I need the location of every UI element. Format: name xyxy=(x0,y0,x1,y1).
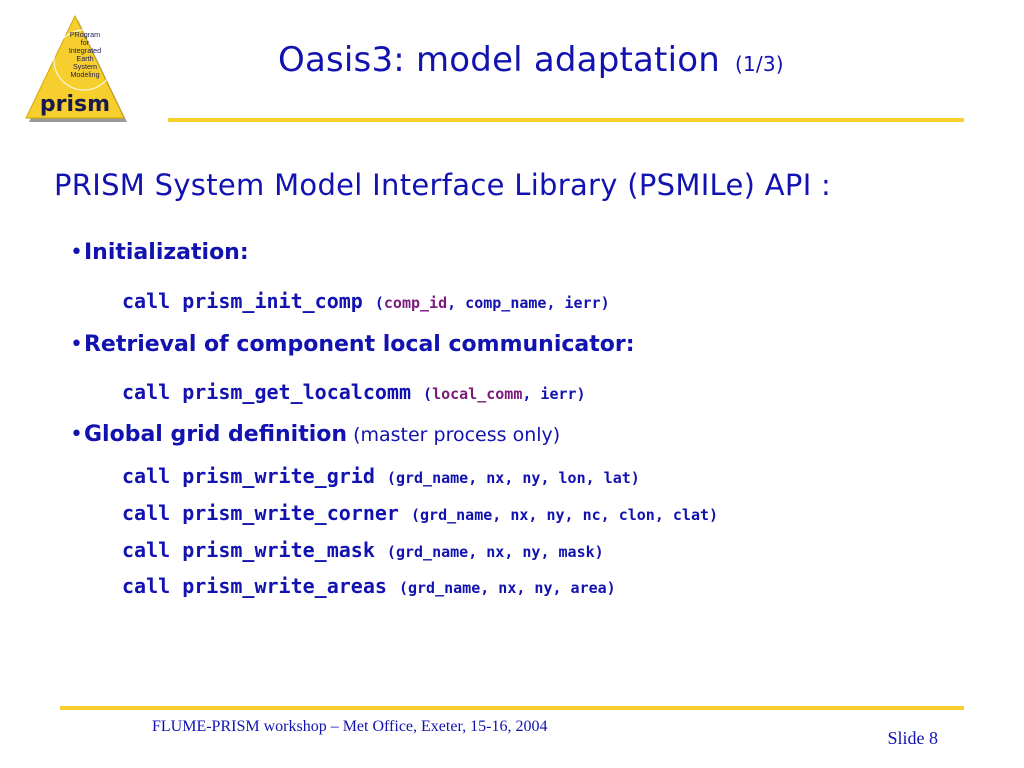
code-arg-highlight: comp_id xyxy=(383,294,448,312)
bullet-text: Retrieval of component local communicato… xyxy=(83,332,635,357)
logo-line-1: PRogram xyxy=(70,30,100,39)
bullet-global-grid: •Global grid definition(master process o… xyxy=(70,422,560,447)
slide-title-main: Oasis3: model adaptation xyxy=(278,40,720,80)
logo-line-5: System xyxy=(73,62,97,71)
bullet-dot: • xyxy=(70,422,83,447)
slide-title-part: (1/3) xyxy=(735,52,784,76)
bullet-note: (master process only) xyxy=(353,424,561,446)
bullet-dot: • xyxy=(70,332,83,357)
bottom-divider xyxy=(60,706,964,710)
code-line-write-grid: call prism_write_grid (grd_name, nx, ny,… xyxy=(122,464,640,488)
top-divider xyxy=(168,118,964,122)
bullet-text: Global grid definition xyxy=(83,422,348,447)
bullet-text: Initialization: xyxy=(83,240,249,265)
logo-word: prism xyxy=(40,92,110,117)
bullet-initialization: •Initialization: xyxy=(70,240,249,265)
slide-number: Slide 8 xyxy=(887,728,938,748)
code-call: call prism_init_comp xyxy=(122,289,363,313)
code-args: (grd_name, nx, ny, nc, clon, clat) xyxy=(411,506,719,524)
logo-line-3: Integrated xyxy=(69,46,101,55)
footer-text: FLUME-PRISM workshop – Met Office, Exete… xyxy=(152,718,548,735)
code-line-init-comp: call prism_init_comp (comp_id, comp_name… xyxy=(122,289,610,313)
code-call: call prism_get_localcomm xyxy=(122,380,411,404)
bullet-retrieval: •Retrieval of component local communicat… xyxy=(70,332,635,357)
code-args: (grd_name, nx, ny, area) xyxy=(398,579,616,597)
logo-line-2: for xyxy=(81,38,90,47)
code-call: call prism_write_corner xyxy=(122,501,399,525)
code-call: call prism_write_areas xyxy=(122,574,387,598)
section-heading: PRISM System Model Interface Library (PS… xyxy=(54,168,832,202)
code-call: call prism_write_grid xyxy=(122,464,375,488)
code-arg-highlight: local_comm xyxy=(432,385,523,403)
code-args: (local_comm, ierr) xyxy=(423,385,586,403)
code-args: (comp_id, comp_name, ierr) xyxy=(374,294,610,312)
code-args: (grd_name, nx, ny, lon, lat) xyxy=(386,469,640,487)
code-args: (grd_name, nx, ny, mask) xyxy=(386,543,604,561)
slide-title: Oasis3: model adaptation (1/3) xyxy=(278,40,784,80)
code-line-write-corner: call prism_write_corner (grd_name, nx, n… xyxy=(122,501,718,525)
code-line-get-localcomm: call prism_get_localcomm (local_comm, ie… xyxy=(122,380,586,404)
code-call: call prism_write_mask xyxy=(122,538,375,562)
prism-logo: PRogram for Integrated Earth System Mode… xyxy=(22,10,128,128)
logo-line-6: Modeling xyxy=(70,70,99,79)
code-line-write-areas: call prism_write_areas (grd_name, nx, ny… xyxy=(122,574,616,598)
code-line-write-mask: call prism_write_mask (grd_name, nx, ny,… xyxy=(122,538,604,562)
bullet-dot: • xyxy=(70,240,83,265)
logo-line-4: Earth xyxy=(76,54,93,63)
